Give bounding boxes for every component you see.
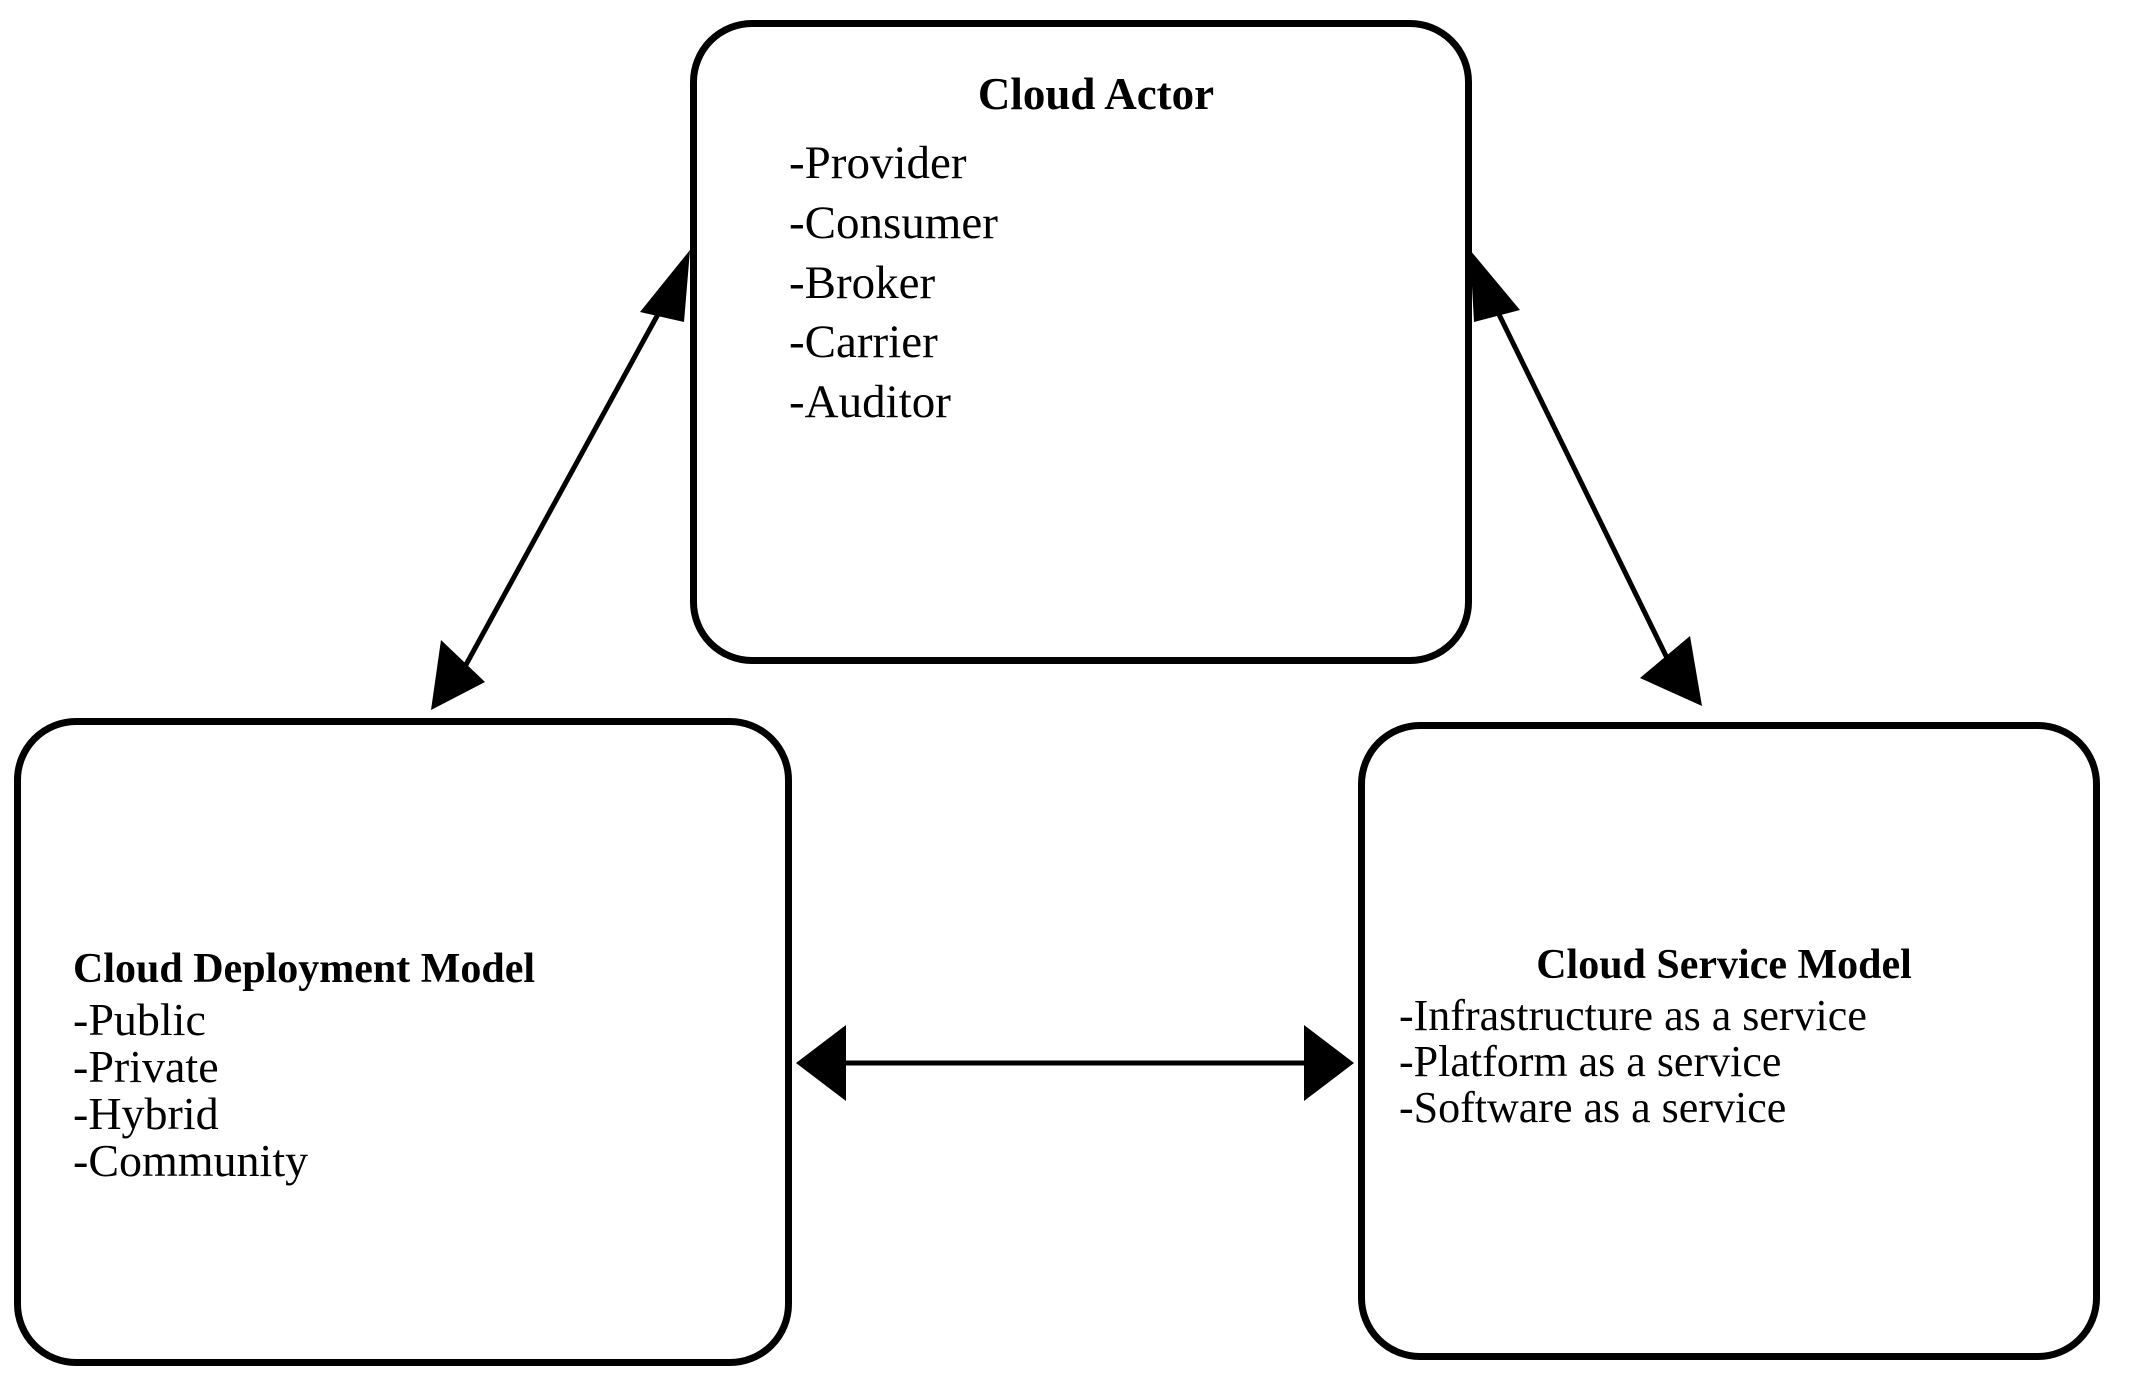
connector-actor-deployment — [431, 250, 690, 710]
list-item: -Private — [73, 1041, 219, 1092]
node-cloud-deployment-model-title: Cloud Deployment Model — [73, 946, 535, 992]
list-item: -Infrastructure as a service — [1399, 991, 1867, 1041]
node-cloud-service-model-list: -Infrastructure as a service -Platform a… — [1365, 993, 2093, 1130]
node-cloud-actor[interactable]: Cloud Actor -Provider -Consumer -Broker … — [690, 20, 1472, 664]
connector-deployment-service — [796, 1025, 1354, 1101]
connector-actor-service — [1470, 250, 1702, 706]
list-item: -Carrier — [789, 316, 938, 369]
node-cloud-service-model-body: Cloud Service Model -Infrastructure as a… — [1365, 943, 2093, 1130]
node-cloud-actor-list: -Provider -Consumer -Broker -Carrier -Au… — [697, 134, 1465, 432]
list-item: -Consumer — [789, 196, 998, 249]
list-item: -Community — [73, 1134, 309, 1186]
list-item: -Auditor — [789, 376, 951, 428]
list-item: -Public — [73, 994, 206, 1046]
list-item: -Broker — [789, 256, 936, 309]
list-item: -Platform as a service — [1399, 1036, 1782, 1086]
node-cloud-actor-body: Cloud Actor -Provider -Consumer -Broker … — [697, 69, 1465, 433]
node-cloud-deployment-model-list: -Public -Private -Hybrid -Community — [21, 994, 785, 1186]
node-cloud-service-model-title: Cloud Service Model — [1536, 942, 1912, 988]
node-cloud-deployment-model[interactable]: Cloud Deployment Model -Public -Private … — [14, 718, 792, 1366]
list-item: -Software as a service — [1399, 1082, 1787, 1132]
list-item: -Hybrid — [73, 1087, 219, 1139]
list-item: -Provider — [789, 137, 967, 190]
node-cloud-service-model[interactable]: Cloud Service Model -Infrastructure as a… — [1358, 722, 2100, 1360]
node-cloud-deployment-model-body: Cloud Deployment Model -Public -Private … — [21, 947, 785, 1185]
node-cloud-actor-title: Cloud Actor — [977, 69, 1215, 119]
